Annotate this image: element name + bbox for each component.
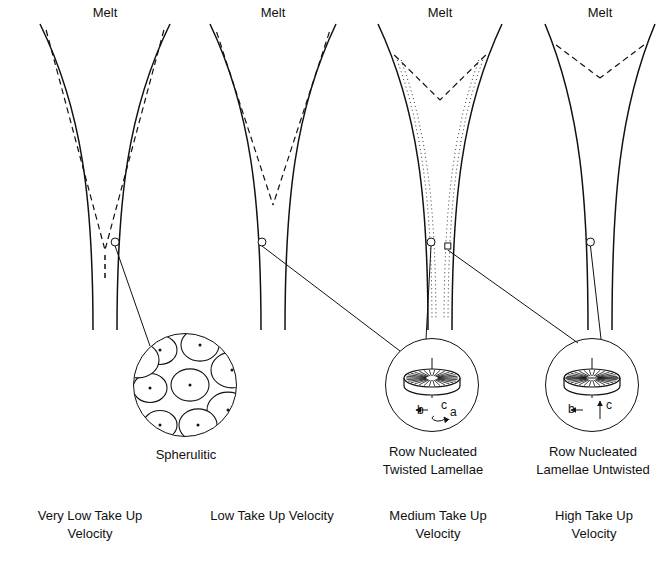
lamella-radial bbox=[407, 378, 427, 379]
spherulite bbox=[143, 411, 177, 440]
melt-label: Melt bbox=[570, 4, 630, 22]
lamella-radial bbox=[429, 370, 431, 376]
inset-circle: Spherulitic bbox=[133, 333, 237, 437]
spherulite-center bbox=[227, 409, 230, 412]
lamella-radial bbox=[567, 378, 587, 379]
fiber-wall bbox=[612, 24, 655, 330]
solidification-front bbox=[394, 55, 486, 100]
twist-arrow bbox=[432, 416, 444, 421]
inset-circle: bcaRow Nucleated Twisted Lamellae bbox=[385, 338, 479, 432]
spherulite-center bbox=[159, 349, 162, 352]
spherulite bbox=[117, 342, 159, 378]
spherulite bbox=[171, 369, 209, 401]
sample-marker bbox=[427, 238, 435, 246]
solidification-front bbox=[217, 32, 330, 205]
melt-label: Melt bbox=[243, 4, 303, 22]
leader-line bbox=[115, 246, 150, 346]
spherulite-center bbox=[189, 384, 192, 387]
axis-arrow bbox=[600, 401, 601, 419]
inset-circle: bcRow Nucleated Lamellae Untwisted bbox=[545, 338, 639, 432]
crystal-axis-label: b bbox=[568, 403, 575, 415]
oriented-row-nuclei bbox=[444, 60, 479, 318]
sample-marker bbox=[445, 243, 451, 249]
lamella-radial bbox=[434, 380, 440, 386]
spherulite-center bbox=[149, 387, 152, 390]
fiber-wall bbox=[378, 24, 428, 330]
sample-marker bbox=[258, 238, 266, 246]
leader-line bbox=[590, 246, 601, 339]
leader-line bbox=[426, 246, 431, 339]
solidification-front bbox=[556, 45, 644, 78]
sample-marker bbox=[586, 238, 594, 246]
oriented-row-nuclei bbox=[401, 60, 436, 318]
lamella-radial bbox=[433, 380, 435, 386]
lamella-radial bbox=[593, 380, 595, 386]
morphology-caption: Spherulitic bbox=[126, 446, 246, 464]
oriented-row-nuclei bbox=[448, 60, 483, 318]
solidification-front bbox=[46, 30, 164, 250]
solidification-front bbox=[104, 255, 106, 278]
lamella-radial bbox=[438, 376, 458, 377]
crystal-axis-label: a bbox=[450, 406, 457, 418]
fiber-wall bbox=[285, 24, 336, 330]
fiber-wall bbox=[452, 24, 502, 330]
oriented-row-nuclei bbox=[397, 60, 432, 318]
crystal-axis-label: b bbox=[417, 404, 424, 416]
velocity-label: High Take Up Velocity bbox=[532, 507, 656, 542]
velocity-label: Very Low Take Up Velocity bbox=[25, 507, 155, 542]
spherulite bbox=[211, 352, 253, 388]
spherulite-center bbox=[199, 344, 202, 347]
fiber-wall bbox=[545, 24, 588, 330]
spherulite-center bbox=[137, 359, 140, 362]
lamella-disc bbox=[404, 369, 460, 387]
fiber-wall bbox=[210, 24, 261, 330]
lamella-radial bbox=[424, 370, 430, 376]
spherulite-center bbox=[159, 424, 162, 427]
velocity-label: Medium Take Up Velocity bbox=[376, 507, 500, 542]
leader-line bbox=[448, 250, 578, 343]
lamella-radial bbox=[584, 370, 590, 376]
spherulite-center bbox=[197, 424, 200, 427]
lamella-radial bbox=[598, 376, 618, 377]
lamella-radial bbox=[589, 370, 591, 376]
spherulite-center bbox=[231, 369, 234, 372]
velocity-label: Low Take Up Velocity bbox=[210, 507, 334, 525]
lamella-disc bbox=[564, 369, 620, 387]
sample-marker bbox=[111, 238, 119, 246]
morphology-caption: Row Nucleated Lamellae Untwisted bbox=[531, 443, 655, 478]
lamella-radial bbox=[594, 380, 600, 386]
lamella-flat bbox=[564, 377, 620, 378]
melt-label: Melt bbox=[75, 4, 135, 22]
crystal-axis-label: c bbox=[441, 399, 447, 411]
melt-label: Melt bbox=[410, 4, 470, 22]
crystal-axis-label: c bbox=[606, 399, 612, 411]
leader-line bbox=[262, 246, 400, 351]
morphology-caption: Row Nucleated Twisted Lamellae bbox=[373, 443, 493, 478]
